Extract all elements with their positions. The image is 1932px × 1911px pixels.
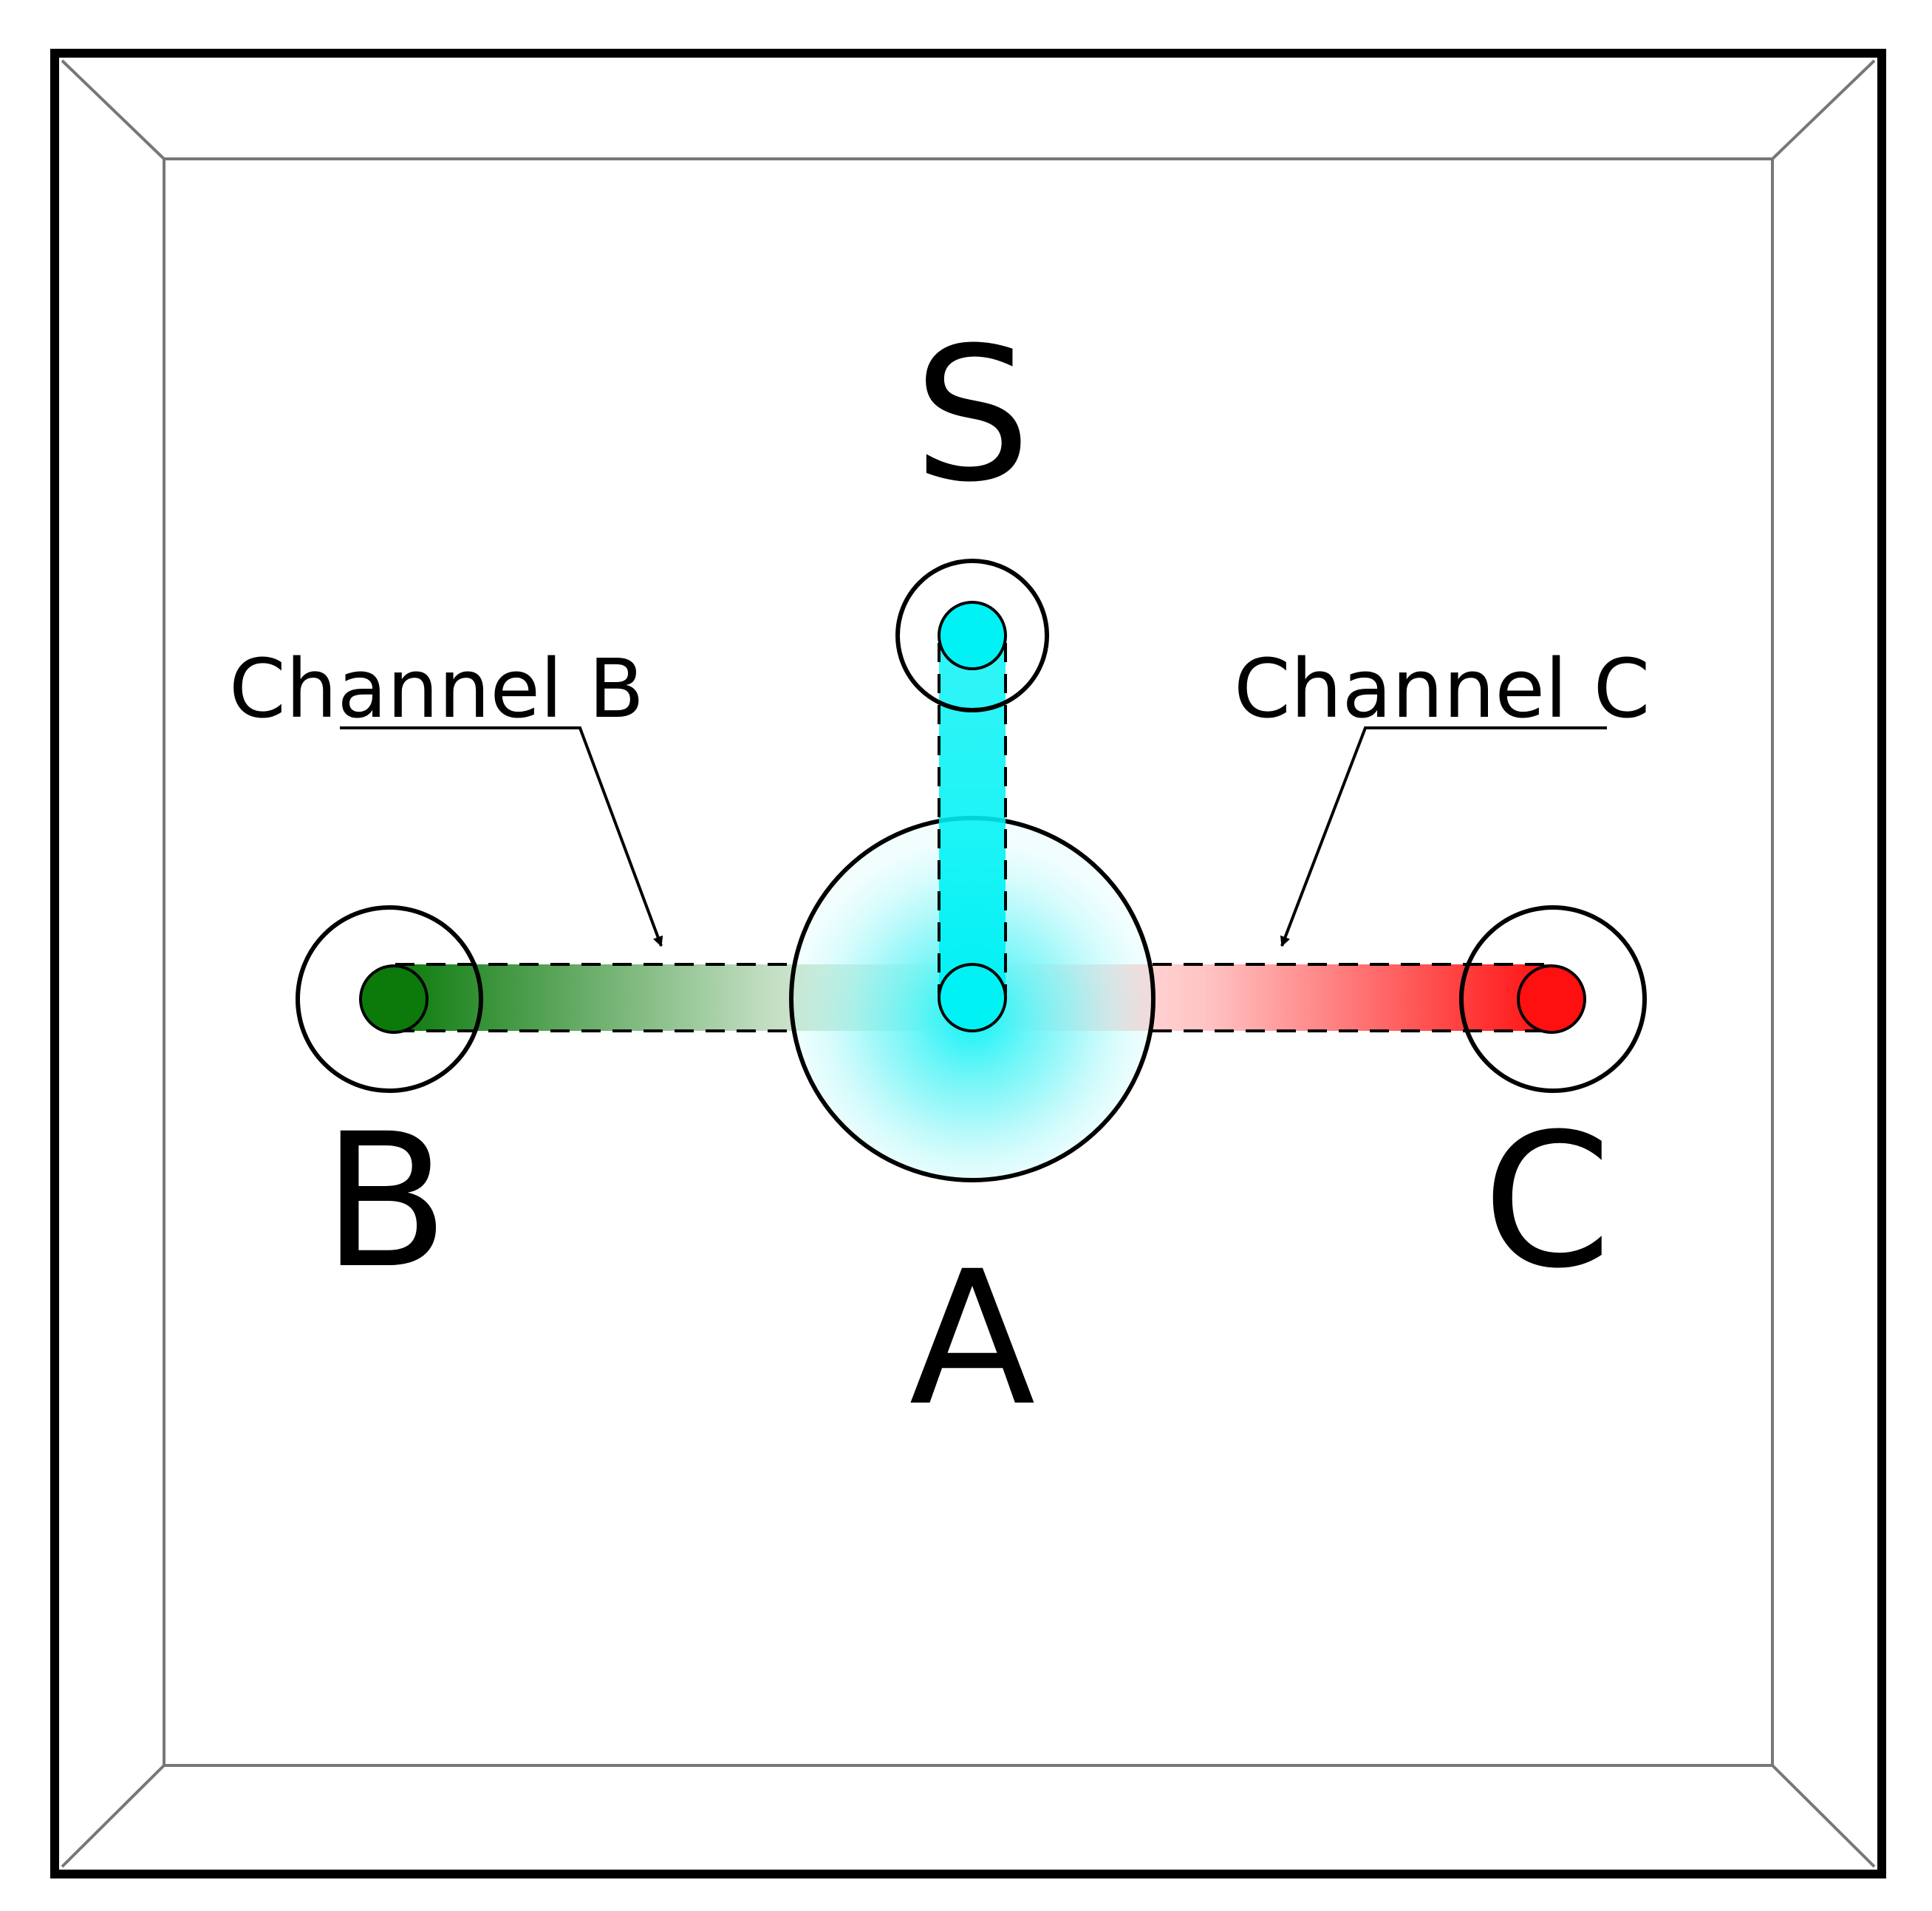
channel-s-end-inlet	[938, 601, 1007, 670]
callout-channel-b: Channel B	[229, 641, 663, 947]
bevel-line-bottom-right	[1771, 1764, 1876, 1868]
channel-s	[938, 601, 1007, 1032]
bevel-line-top-left	[61, 59, 165, 160]
port-s-ring	[895, 559, 1049, 712]
node-c-label: C	[1483, 1094, 1612, 1309]
node-s-label: S	[914, 307, 1031, 522]
channel-b-label: Channel B	[229, 641, 644, 736]
bevel-line-bottom-left	[61, 1764, 165, 1868]
port-s	[895, 559, 1049, 712]
channel-s-end-center	[938, 963, 1007, 1032]
port-c	[1459, 905, 1647, 1093]
port-c-ring	[1459, 905, 1647, 1093]
port-b-ring	[296, 905, 483, 1093]
channel-b-leader-line	[340, 726, 663, 947]
bevel-line-top-right	[1771, 59, 1876, 160]
channel-c-label: Channel C	[1234, 641, 1650, 736]
node-b-label: B	[322, 1094, 449, 1309]
inner-border	[163, 157, 1774, 1767]
node-a-label: A	[909, 1231, 1035, 1446]
channel-c-leader-line	[1280, 726, 1607, 947]
port-b-dot	[359, 964, 429, 1034]
channel-s-fill	[939, 636, 1006, 999]
callout-channel-c: Channel C	[1234, 641, 1650, 947]
port-b	[296, 905, 483, 1093]
port-c-dot	[1517, 964, 1586, 1034]
